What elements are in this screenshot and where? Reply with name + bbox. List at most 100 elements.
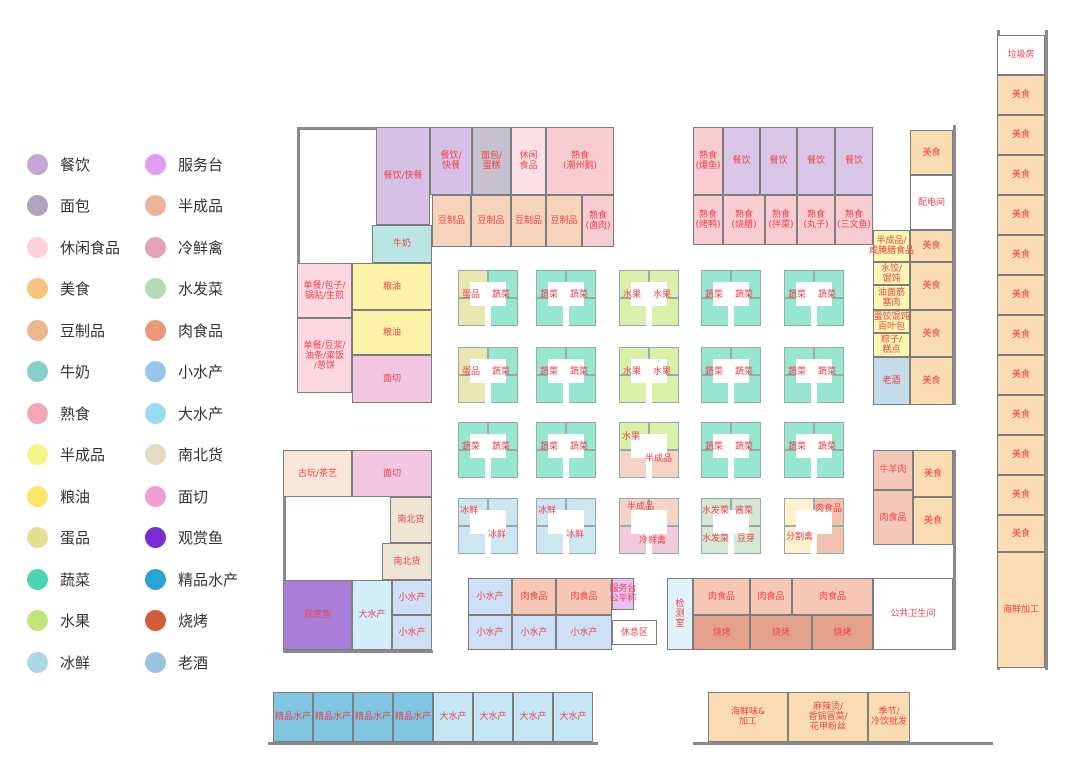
room[interactable]: 熟食 (潮州鹅) [546, 127, 614, 195]
room[interactable]: 粮油 [352, 310, 432, 355]
room[interactable]: 餐饮/ 快餐 [430, 127, 472, 195]
room[interactable]: 老酒 [873, 357, 910, 405]
room[interactable]: 熟食 (拌菜) [765, 195, 797, 245]
room[interactable]: 大水产 [513, 692, 553, 742]
room[interactable]: 肉食品 [512, 578, 556, 615]
room[interactable]: 美食 [997, 275, 1045, 315]
room[interactable]: 大水产 [473, 692, 513, 742]
room[interactable]: 美食 [913, 450, 953, 497]
room[interactable]: 豆制品 [546, 195, 582, 247]
room[interactable]: 大水产 [433, 692, 473, 742]
room[interactable]: 美食 [997, 435, 1045, 475]
room[interactable]: 熟食 (丸子) [797, 195, 835, 245]
room[interactable]: 烧烤 [812, 615, 873, 650]
room[interactable]: 观赏鱼 [283, 580, 352, 650]
room[interactable]: 熟食 (卤肉) [582, 195, 614, 247]
room[interactable]: 美食 [997, 115, 1045, 155]
room[interactable]: 单餐/包子/ 锅贴/生煎 [297, 263, 352, 318]
room[interactable]: 美食 [910, 130, 953, 175]
room[interactable]: 美食 [910, 230, 953, 262]
market-stall[interactable]: 水果水果 [619, 270, 679, 326]
market-stall[interactable]: 蛋品蔬菜 [458, 347, 518, 403]
market-stall[interactable]: 蔬菜蔬菜 [784, 270, 844, 326]
room[interactable]: 单餐/豆浆/ 油条/粢饭 /葱饼 [297, 318, 352, 393]
room[interactable]: 美食 [910, 310, 953, 357]
room[interactable]: 熟食 (烤鸭) [693, 195, 723, 245]
room[interactable]: 肉食品 [873, 490, 913, 545]
room[interactable]: 牛羊肉 [873, 450, 913, 490]
room[interactable]: 海鲜味& 加工 [708, 692, 788, 742]
room[interactable]: 美食 [997, 75, 1045, 115]
room[interactable]: 服务台 公平称 [610, 578, 637, 610]
room[interactable]: 肉食品 [792, 578, 873, 615]
room[interactable]: 熟食 (三文鱼) [835, 195, 873, 245]
room[interactable]: 熟食 (爆鱼) [693, 127, 723, 195]
room[interactable]: 油面筋 塞肉 [873, 285, 910, 310]
market-stall[interactable]: 蔬菜蔬菜 [536, 270, 596, 326]
room[interactable]: 肉食品 [750, 578, 792, 615]
room[interactable]: 牛奶 [372, 225, 432, 263]
room[interactable]: 小水产 [392, 580, 432, 615]
market-stall[interactable]: 蔬菜蔬菜 [701, 347, 761, 403]
room[interactable]: 垃圾房 [997, 35, 1045, 75]
room[interactable]: 粮油 [352, 263, 432, 310]
room[interactable]: 美食 [997, 395, 1045, 435]
room[interactable]: 小水产 [512, 615, 556, 650]
room[interactable]: 美食 [997, 515, 1045, 552]
room[interactable]: 配电间 [910, 175, 953, 230]
room[interactable]: 美食 [997, 315, 1045, 355]
room[interactable]: 海鲜加工 [997, 552, 1045, 668]
market-stall[interactable]: 肉食品分割禽 [784, 498, 844, 554]
room[interactable]: 半成品/ 咸腌腊食品 [869, 230, 914, 262]
room[interactable]: 小水产 [556, 615, 612, 650]
room[interactable]: 粽子/ 糕点 [873, 333, 910, 357]
room[interactable]: 蛋饺馄饨 百叶包 [873, 310, 910, 333]
room[interactable]: 豆制品 [511, 195, 546, 247]
market-stall[interactable]: 半成品冷鲜禽 [619, 498, 679, 554]
market-stall[interactable]: 蛋品蔬菜 [458, 270, 518, 326]
market-stall[interactable]: 水果半成品 [619, 422, 679, 478]
market-stall[interactable]: 水果水果 [619, 347, 679, 403]
room[interactable]: 面切 [352, 355, 432, 403]
room[interactable]: 熟食 (烧腊) [723, 195, 765, 245]
room[interactable]: 美食 [997, 195, 1045, 235]
room[interactable]: 美食 [997, 355, 1045, 395]
room[interactable]: 美食 [913, 497, 953, 545]
market-stall[interactable]: 水发菜酱菜水发菜豆芽 [701, 498, 761, 554]
room[interactable]: 美食 [997, 235, 1045, 275]
market-stall[interactable]: 冰鲜冰鲜 [536, 498, 596, 554]
room[interactable]: 烧烤 [750, 615, 812, 650]
room[interactable]: 精品水产 [313, 692, 353, 742]
room[interactable]: 南北货 [382, 543, 432, 580]
room[interactable]: 小水产 [468, 615, 512, 650]
room[interactable]: 餐饮/快餐 [376, 127, 430, 225]
room[interactable]: 美食 [910, 262, 953, 310]
market-stall[interactable]: 蔬菜蔬菜 [536, 422, 596, 478]
room[interactable]: 美食 [910, 357, 953, 405]
room[interactable]: 休息区 [612, 620, 657, 645]
room[interactable]: 检 测 室 [667, 578, 693, 650]
room[interactable]: 美食 [997, 475, 1045, 515]
market-stall[interactable]: 蔬菜蔬菜 [458, 422, 518, 478]
room[interactable]: 麻辣烫/ 香锅冒菜/ 花甲粉丝 [788, 692, 868, 742]
market-stall[interactable]: 蔬菜蔬菜 [701, 270, 761, 326]
market-stall[interactable]: 冰鲜冰鲜 [458, 498, 518, 554]
market-stall[interactable]: 蔬菜蔬菜 [536, 347, 596, 403]
room[interactable]: 大水产 [553, 692, 593, 742]
room[interactable]: 餐饮 [760, 127, 797, 195]
room[interactable]: 肉食品 [693, 578, 750, 615]
room[interactable]: 豆制品 [471, 195, 511, 247]
market-stall[interactable]: 蔬菜蔬菜 [784, 422, 844, 478]
room[interactable]: 南北货 [390, 497, 432, 543]
room[interactable]: 餐饮 [797, 127, 835, 195]
room[interactable]: 古玩/茶艺 [283, 450, 352, 497]
market-stall[interactable]: 蔬菜蔬菜 [784, 347, 844, 403]
room[interactable]: 美食 [997, 155, 1045, 195]
room[interactable]: 季节/ 冷饮批发 [868, 692, 910, 742]
room[interactable]: 小水产 [392, 615, 432, 650]
room[interactable]: 水饺/ 馄饨 [873, 262, 910, 285]
market-stall[interactable]: 蔬菜蔬菜 [701, 422, 761, 478]
room[interactable]: 精品水产 [393, 692, 433, 742]
room[interactable]: 烧烤 [693, 615, 750, 650]
room[interactable]: 精品水产 [273, 692, 313, 742]
